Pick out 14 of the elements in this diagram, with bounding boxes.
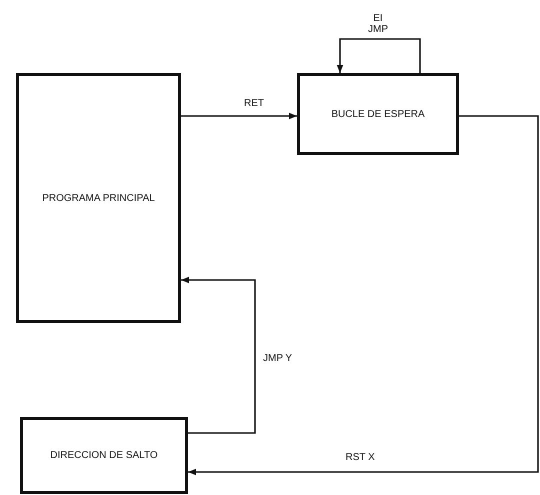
arrow xyxy=(181,112,297,120)
edge-label: RST X xyxy=(344,452,376,463)
process-box xyxy=(20,417,188,494)
arrow xyxy=(188,115,539,476)
process-box xyxy=(16,73,181,323)
edge-label: JMP Y xyxy=(262,353,294,364)
box-label: PROGRAMA PRINCIPAL xyxy=(42,192,155,204)
edge-label: RET xyxy=(243,98,265,109)
box-label: DIRECCION DE SALTO xyxy=(50,450,158,461)
box-label: BUCLE DE ESPERA xyxy=(331,108,425,120)
arrow xyxy=(181,276,256,434)
arrow xyxy=(336,38,421,73)
edge-label: EI JMP xyxy=(366,13,390,35)
process-box xyxy=(297,73,459,155)
